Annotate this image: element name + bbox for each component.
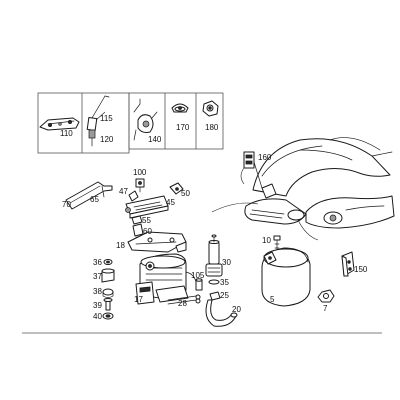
label-35: 35 <box>220 278 229 287</box>
label-60: 60 <box>143 227 152 236</box>
part-140-sensor <box>133 98 158 141</box>
label-140: 140 <box>148 135 162 144</box>
part-110-bracket <box>39 117 80 131</box>
part-160-module <box>243 151 277 199</box>
part-170-grommet <box>171 103 189 113</box>
label-65: 65 <box>90 195 99 204</box>
label-45: 45 <box>166 198 175 207</box>
label-28: 28 <box>178 299 187 308</box>
label-37: 37 <box>93 272 102 281</box>
part-30-dryer <box>205 234 223 277</box>
label-115: 115 <box>100 114 113 123</box>
label-36: 36 <box>93 258 102 267</box>
label-30: 30 <box>222 258 231 267</box>
label-38: 38 <box>93 287 102 296</box>
label-70: 70 <box>62 200 71 209</box>
part-45-control-module <box>125 195 169 219</box>
label-20: 20 <box>232 305 241 314</box>
part-25-clip <box>209 291 221 301</box>
part-47-clip <box>128 190 139 202</box>
part-28-rods <box>167 294 201 305</box>
part-36-washer <box>103 259 113 265</box>
label-25: 25 <box>220 291 229 300</box>
label-170: 170 <box>176 123 190 132</box>
part-35-ring <box>208 279 220 285</box>
car-front <box>211 137 395 241</box>
part-50-clip <box>169 182 184 195</box>
part-70-65-bar <box>65 181 113 210</box>
label-180: 180 <box>205 123 219 132</box>
part-20-hose <box>205 299 238 327</box>
part-180-nut <box>202 100 219 117</box>
label-150: 150 <box>354 265 368 274</box>
part-100-connector <box>135 178 145 193</box>
label-110: 110 <box>60 129 73 138</box>
label-10: 10 <box>262 236 271 245</box>
part-105-fitting <box>195 278 203 291</box>
label-7: 7 <box>323 304 328 313</box>
part-150-bracket <box>341 251 355 277</box>
part-37-damper <box>101 268 115 283</box>
part-18-bracket <box>127 231 187 253</box>
part-38-bushing <box>102 288 114 298</box>
label-5: 5 <box>270 295 275 304</box>
part-115-120-tool <box>86 95 110 147</box>
part-5-reservoir-tank <box>261 247 311 307</box>
part-17-compressor <box>135 253 197 305</box>
label-18: 18 <box>116 241 125 250</box>
label-160: 160 <box>258 153 272 162</box>
part-7-drain-plug <box>317 289 335 303</box>
label-55: 55 <box>142 216 151 225</box>
part-40-nut <box>102 312 114 320</box>
top-parts-frames <box>37 92 224 154</box>
label-100: 100 <box>133 168 147 177</box>
label-120: 120 <box>100 135 114 144</box>
label-105: 105 <box>191 271 205 280</box>
label-39: 39 <box>93 301 102 310</box>
label-40: 40 <box>93 312 102 321</box>
label-17: 17 <box>134 295 143 304</box>
part-39-bolt <box>103 298 113 311</box>
callout-labels: 110 115 120 140 170 180 160 100 47 50 70… <box>60 114 368 321</box>
label-50: 50 <box>181 189 190 198</box>
label-47: 47 <box>119 187 128 196</box>
